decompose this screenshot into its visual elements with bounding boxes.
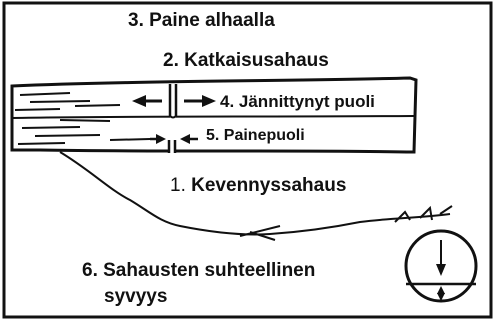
log-center-line [11,115,415,119]
label-relief-cut: 1. Kevennyssahaus [170,176,346,195]
label-relief-cut-number: 1. [170,175,186,196]
label-compression-side: 5. Painepuoli [206,127,305,144]
label-relative-depth-line1: 6. Sahausten suhteellinen [82,260,316,281]
ground-stick [239,225,281,241]
arrow-left-icon [132,95,162,107]
log [10,76,418,154]
label-relief-cut-text: Kevennyssahaus [191,175,347,196]
compression-arrows [150,134,198,144]
log-bark-texture [14,92,151,145]
log-outline [10,76,418,154]
label-relative-depth-line2: syvyys [104,286,168,307]
label-crosscut-number: 2. [163,50,179,71]
cut-top-kerf [168,84,178,119]
label-crosscut: 2. Katkaisusahaus [163,51,329,70]
depth-gauge-icon [404,229,478,303]
ground-grass [394,205,453,223]
ground-line [59,151,451,236]
label-crosscut-text: Katkaisusahaus [184,50,329,71]
arrow-right-icon [184,95,216,107]
label-pressure-below: 3. Paine alhaalla [128,10,275,31]
cut-bottom-kerf [167,140,177,154]
label-tension-side: 4. Jännittynyt puoli [220,92,375,111]
